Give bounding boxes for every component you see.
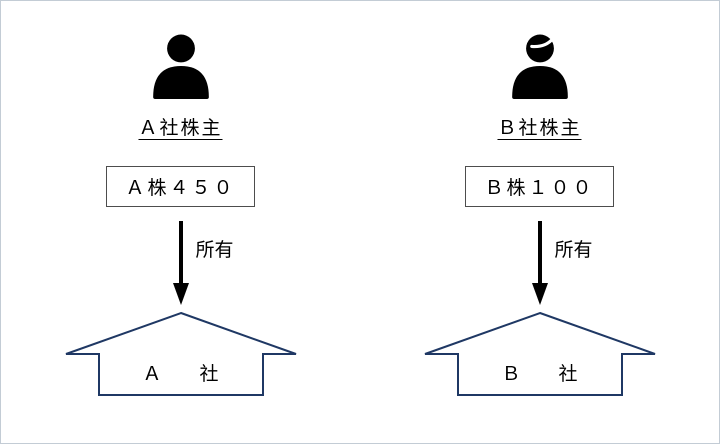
shares-b-box: Ｂ株１００ — [465, 166, 614, 207]
ownership-arrow-b: 所有 — [531, 219, 593, 307]
shareholder-b-label: Ｂ社株主 — [497, 117, 582, 139]
own-b-label: 所有 — [554, 239, 593, 261]
company-a-column: Ａ社株主 Ａ株４５０ 所有 Ａ 社 — [1, 1, 360, 443]
shares-a-box: Ａ株４５０ — [106, 166, 255, 207]
company-house-shape — [424, 311, 655, 396]
company-a-house: Ａ 社 — [64, 311, 298, 397]
own-a-label: 所有 — [195, 239, 234, 261]
person-icon — [152, 34, 209, 99]
company-a-label: Ａ 社 — [142, 363, 219, 385]
company-b-label: Ｂ 社 — [501, 363, 578, 385]
company-b-house: Ｂ 社 — [423, 311, 657, 397]
down-arrow-icon — [531, 221, 548, 305]
ownership-arrow-a: 所有 — [172, 219, 234, 307]
down-arrow-icon — [172, 221, 189, 305]
company-house-shape — [65, 311, 296, 396]
shareholder-a-label: Ａ社株主 — [138, 117, 223, 139]
person-with-hair-icon — [511, 34, 568, 99]
company-b-column: Ｂ社株主 Ｂ株１００ 所有 Ｂ 社 — [360, 1, 719, 443]
